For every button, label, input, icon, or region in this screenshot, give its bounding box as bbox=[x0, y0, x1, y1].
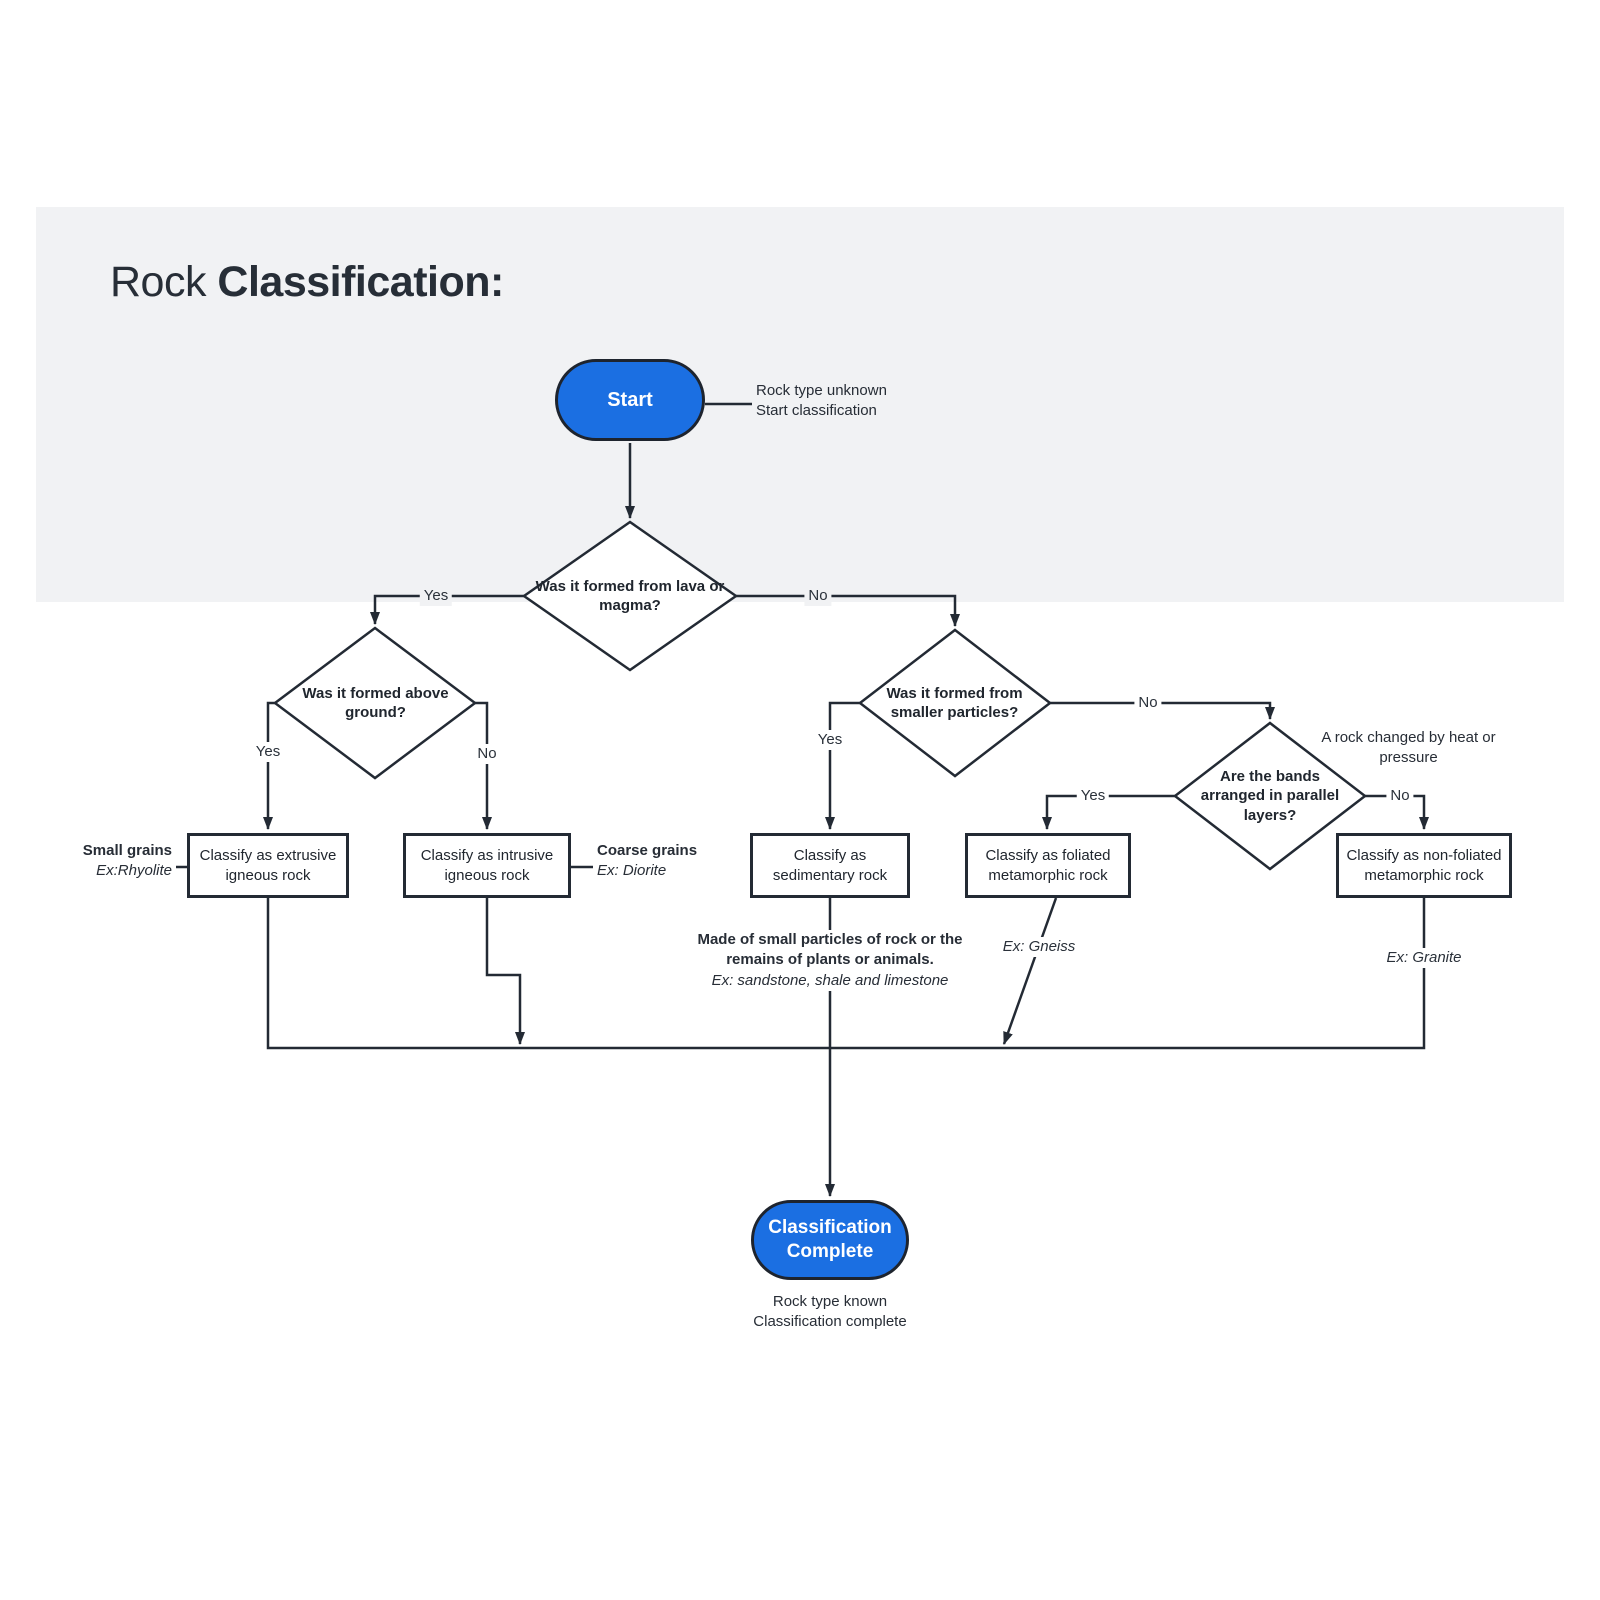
title-emphasis: Classification: bbox=[217, 258, 504, 306]
complete-caption: Rock type known Classification complete bbox=[730, 1292, 930, 1333]
complete-label: Classification Complete bbox=[768, 1217, 892, 1262]
edge-lava-no bbox=[736, 594, 960, 627]
sedimentary-examples: Ex: sandstone, shale and limestone bbox=[711, 971, 949, 989]
edge-particles-yes bbox=[825, 701, 860, 830]
sedimentary-label: Classify as sedimentary rock bbox=[772, 846, 888, 884]
intrusive-label: Classify as intrusive igneous rock bbox=[420, 846, 554, 884]
edge-label-above-ground-yes: Yes bbox=[251, 742, 285, 762]
lava-diamond-shape bbox=[521, 520, 739, 672]
edge-bands-no bbox=[1365, 794, 1429, 830]
edge-above-ground-no bbox=[475, 701, 492, 830]
edge-particles-no bbox=[1050, 701, 1275, 720]
complete-node: Classification Complete bbox=[751, 1200, 909, 1280]
non-foliated-result-box: Classify as non-foliated metamorphic roc… bbox=[1336, 833, 1512, 898]
title-prefix: Rock bbox=[110, 258, 218, 306]
extrusive-label: Classify as extrusive igneous rock bbox=[199, 846, 337, 884]
lava-question: Was it formed from lava or magma? bbox=[535, 577, 725, 615]
gray-header-band bbox=[36, 207, 1564, 602]
edge-label-bands-yes: Yes bbox=[1076, 786, 1110, 806]
non-foliated-label: Classify as non-foliated metamorphic roc… bbox=[1346, 846, 1502, 884]
smaller-particles-diamond-shape bbox=[857, 628, 1053, 778]
start-annotation-line2: Start classification bbox=[756, 402, 877, 420]
start-annotation-line1: Rock type unknown bbox=[756, 382, 887, 399]
sedimentary-note-text: Made of small particles of rock or the r… bbox=[697, 931, 963, 969]
edge-label-lava-yes: Yes bbox=[419, 586, 453, 606]
complete-caption-line1: Rock type known bbox=[772, 1293, 888, 1310]
start-annotation: Rock type unknown Start classification bbox=[756, 381, 976, 422]
edge-lava-yes bbox=[370, 594, 524, 625]
intrusive-result-box: Classify as intrusive igneous rock bbox=[403, 833, 571, 898]
sedimentary-result-box: Classify as sedimentary rock bbox=[750, 833, 910, 898]
edge-label-particles-no: No bbox=[1134, 693, 1162, 713]
foliated-result-box: Classify as foliated metamorphic rock bbox=[965, 833, 1131, 898]
edge-label-particles-yes: Yes bbox=[813, 730, 847, 750]
parallel-bands-diamond-shape bbox=[1172, 721, 1368, 871]
edge-label-above-ground-no: No bbox=[473, 744, 501, 764]
edge-label-lava-no: No bbox=[804, 586, 832, 606]
diorite-example: Ex: Diorite bbox=[597, 862, 667, 880]
granite-example: Ex: Granite bbox=[1382, 948, 1466, 968]
start-label: Start bbox=[607, 388, 653, 411]
page-title: Rock Classification: bbox=[110, 258, 504, 307]
start-node: Start bbox=[555, 359, 705, 441]
parallel-bands-question: Are the bands arranged in parallel layer… bbox=[1200, 767, 1340, 824]
complete-caption-line2: Classification complete bbox=[753, 1313, 907, 1331]
edge-label-bands-no: No bbox=[1386, 786, 1414, 806]
sedimentary-note: Made of small particles of rock or the r… bbox=[680, 930, 980, 991]
edge-intrusive-to-merge bbox=[485, 898, 525, 1045]
coarse-grains-annotation: Coarse grains Ex: Diorite bbox=[597, 841, 737, 882]
edge-above-ground-yes bbox=[263, 701, 275, 830]
above-ground-diamond-shape bbox=[272, 626, 478, 780]
extrusive-result-box: Classify as extrusive igneous rock bbox=[187, 833, 349, 898]
foliated-label: Classify as foliated metamorphic rock bbox=[985, 846, 1111, 884]
edge-foliated-to-merge bbox=[1002, 897, 1058, 1045]
edge-bands-yes bbox=[1042, 794, 1175, 830]
small-grains-label: Small grains bbox=[82, 842, 172, 859]
rhyolite-example: Ex:Rhyolite bbox=[96, 862, 172, 880]
metamorphic-note: A rock changed by heat or pressure bbox=[1321, 729, 1496, 767]
smaller-particles-question: Was it formed from smaller particles? bbox=[886, 684, 1023, 722]
edge-merge-line bbox=[266, 898, 1426, 1050]
gneiss-example: Ex: Gneiss bbox=[998, 937, 1080, 957]
small-grains-annotation: Small grains Ex:Rhyolite bbox=[38, 841, 172, 882]
coarse-grains-label: Coarse grains bbox=[597, 842, 698, 859]
above-ground-question: Was it formed above ground? bbox=[302, 684, 449, 722]
